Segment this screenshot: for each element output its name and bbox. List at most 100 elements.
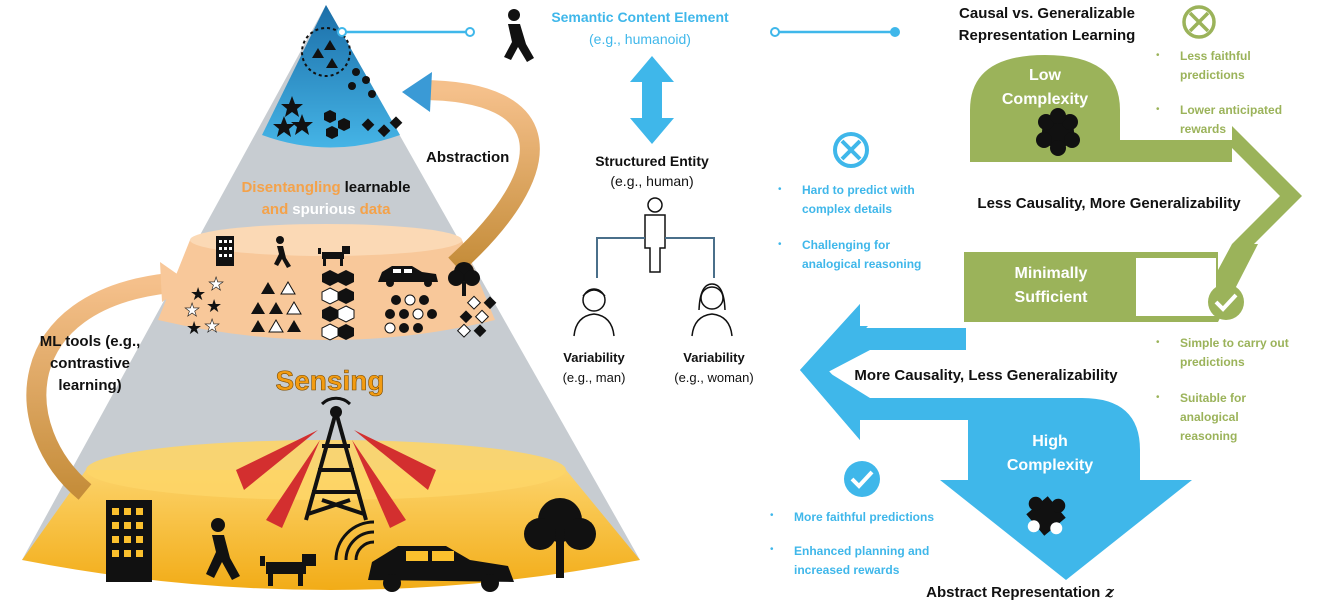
middle-con-1-line1: Hard to predict with [802,183,915,197]
dog-icon-small [318,246,350,266]
svg-text:★: ★ [208,274,224,294]
abstraction-arrow-head [402,72,432,112]
hexagons-column [321,270,355,341]
top-right-cons-list: • Less faithful predictions • Lower anti… [1156,49,1282,136]
semantic-connector [337,27,900,37]
variability-woman-title: Variability [683,350,745,365]
svg-text:•: • [1156,392,1160,403]
svg-text:•: • [778,239,782,250]
semantic-subtitle: (e.g., humanoid) [589,31,691,47]
bottom-pro-1-line1: More faithful predictions [794,510,934,524]
diamonds-column [456,295,497,338]
minimally-sufficient-line1: Minimally [1015,265,1088,282]
minimally-sufficient-line2: Sufficient [1015,289,1089,306]
bottom-pro-2-line2: increased rewards [794,563,900,577]
puzzle-piece-icon [1026,496,1066,536]
ml-tools-line1: ML tools (e.g., [40,333,141,350]
svg-text:★: ★ [186,318,202,338]
middle-con-1-line2: complex details [802,202,892,216]
middle-con-2-line1: Challenging for [802,238,890,252]
entity-title: Structured Entity [595,153,709,169]
svg-text:★: ★ [190,284,206,304]
car-icon [368,546,514,592]
top-right-con-2-line2: rewards [1180,122,1226,136]
less-causality-label: Less Causality, More Generalizability [977,195,1241,212]
variability-man-subtitle: (e.g., man) [563,370,626,385]
svg-text:★: ★ [184,300,200,320]
high-complexity-line1: High [1032,433,1068,450]
dog-icon [260,554,316,586]
top-cap-shapes [273,27,403,139]
right-pro-1-line1: Simple to carry out [1180,336,1289,350]
walker-icon [206,518,240,580]
high-complexity-arrow [940,398,1192,580]
right-pro-1-line2: predictions [1180,355,1245,369]
cloud-blob-icon [1036,108,1080,156]
svg-text:•: • [1156,50,1160,61]
low-complexity-dome [970,55,1120,162]
building-icon [106,500,152,582]
pyramid-base-band [22,470,640,590]
variability-man-title: Variability [563,350,625,365]
svg-text:★: ★ [206,296,222,316]
ml-tools-arrow [26,273,172,500]
middle-band-icons: ★★ ★★ ★★ [184,236,497,341]
man-icon [573,288,615,337]
stars-column: ★★ ★★ ★★ [184,274,225,338]
ml-tools-line3: learning) [58,377,121,394]
right-pro-2-line3: reasoning [1180,429,1237,443]
walker-icon-small [274,236,291,268]
right-check-icon [1208,284,1244,320]
right-pros-list: • Simple to carry out predictions • Suit… [1156,336,1289,443]
woman-icon [691,283,733,337]
abstraction-label: Abstraction [426,149,509,166]
variability-woman-subtitle: (e.g., woman) [674,370,753,385]
low-complexity-line2: Complexity [1002,91,1088,108]
causal-title-line2: Representation Learning [959,27,1136,44]
circles-column [384,294,437,334]
svg-text:•: • [1156,337,1160,348]
top-right-con-2-line1: Lower anticipated [1180,103,1282,117]
svg-text:★: ★ [204,316,220,336]
middle-x-icon [833,132,869,168]
middle-con-2-line2: analogical reasoning [802,257,921,271]
top-right-con-1-line2: predictions [1180,68,1245,82]
human-icon [644,197,666,273]
entity-tree-lines [596,237,715,278]
triangles-column [251,281,302,333]
focus-circle [301,27,351,77]
middle-cons-list: • Hard to predict with complex details •… [778,183,921,271]
svg-text:•: • [770,510,774,521]
high-complexity-line2: Complexity [1007,457,1093,474]
blue-flow-arrow [800,304,1192,580]
green-flow-arrow [964,55,1302,322]
sensing-label: Sensing [276,365,385,396]
humanoid-walker-icon [504,9,534,62]
minimally-sufficient-block [964,252,1140,322]
bottom-band-icons [106,498,596,592]
semantic-entity-double-arrow [630,56,674,144]
building-icon-small [216,236,234,266]
pyramid: ★★ ★★ ★★ [22,5,640,592]
top-right-con-1-line1: Less faithful [1180,49,1251,63]
radio-tower-icon [304,396,368,521]
svg-text:•: • [1156,104,1160,115]
ml-tools-line2: contrastive [50,355,130,372]
entity-subtitle: (e.g., human) [610,173,693,189]
abstraction-arrow [419,80,540,273]
causal-title-line1: Causal vs. Generalizable [959,5,1135,22]
middle-band-rim [190,224,462,256]
bottom-pro-2-line1: Enhanced planning and [794,544,929,558]
top-right-x-icon [1182,5,1216,39]
bottom-check-icon [844,461,880,497]
tree-icon-small [448,262,480,296]
right-pro-2-line1: Suitable for [1180,391,1246,405]
bottom-pros-list: • More faithful predictions • Enhanced p… [770,510,934,577]
right-pro-2-line2: analogical [1180,410,1239,424]
signal-beams [236,430,436,528]
svg-text:•: • [778,184,782,195]
